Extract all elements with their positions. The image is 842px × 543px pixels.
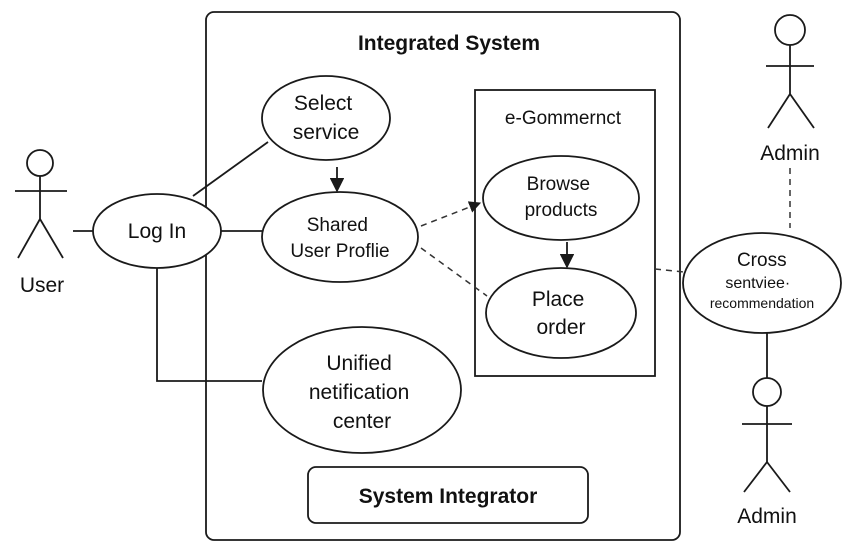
dashed-ecommerce-to-cross: [654, 268, 685, 273]
actor-user[interactable]: User: [15, 149, 67, 297]
dashed-profile-to-browse: [420, 201, 482, 227]
use-case-label: Unified netification center: [309, 352, 415, 433]
system-boundary: [205, 11, 681, 541]
use-case-notification-center[interactable]: Unified netification center: [262, 326, 462, 454]
actor-admin-bottom[interactable]: Admin: [737, 377, 797, 528]
use-case-log-in[interactable]: Log In: [92, 193, 222, 269]
system-integrator-box[interactable]: System Integrator: [307, 466, 589, 524]
stick-figure-icon: [15, 149, 67, 259]
use-case-select-service[interactable]: Select service: [261, 75, 391, 161]
ecommerce-title: e-Gommernct: [505, 108, 622, 129]
ecommerce-boundary: [474, 89, 656, 377]
stick-figure-icon: [766, 14, 815, 129]
use-case-cross-recommendation[interactable]: Cross sentviee· recommendation: [682, 232, 842, 334]
use-case-label: Cross sentviee· recommendation: [710, 250, 814, 311]
actor-label: Admin: [760, 142, 820, 165]
use-case-label: Place order: [532, 288, 590, 339]
system-integrator-label: System Integrator: [359, 485, 538, 508]
use-case-browse-products[interactable]: Browse products: [482, 155, 640, 241]
use-case-label: Log In: [128, 220, 186, 243]
actor-admin-top[interactable]: Admin: [760, 14, 820, 165]
use-case-shared-profile[interactable]: Shared User Proflie: [261, 191, 419, 283]
actor-label: Admin: [737, 505, 797, 528]
use-case-place-order[interactable]: Place order: [485, 267, 637, 359]
use-case-label: Select service: [293, 92, 360, 144]
use-case-label: Browse products: [525, 174, 598, 221]
stick-figure-icon: [742, 377, 792, 493]
line-login-select-service: [192, 141, 269, 197]
use-case-label: Shared User Proflie: [290, 215, 389, 262]
system-title: Integrated System: [358, 32, 540, 55]
line-login-notification: [156, 268, 262, 382]
actor-label: User: [20, 274, 64, 297]
dashed-profile-to-order: [420, 247, 488, 297]
